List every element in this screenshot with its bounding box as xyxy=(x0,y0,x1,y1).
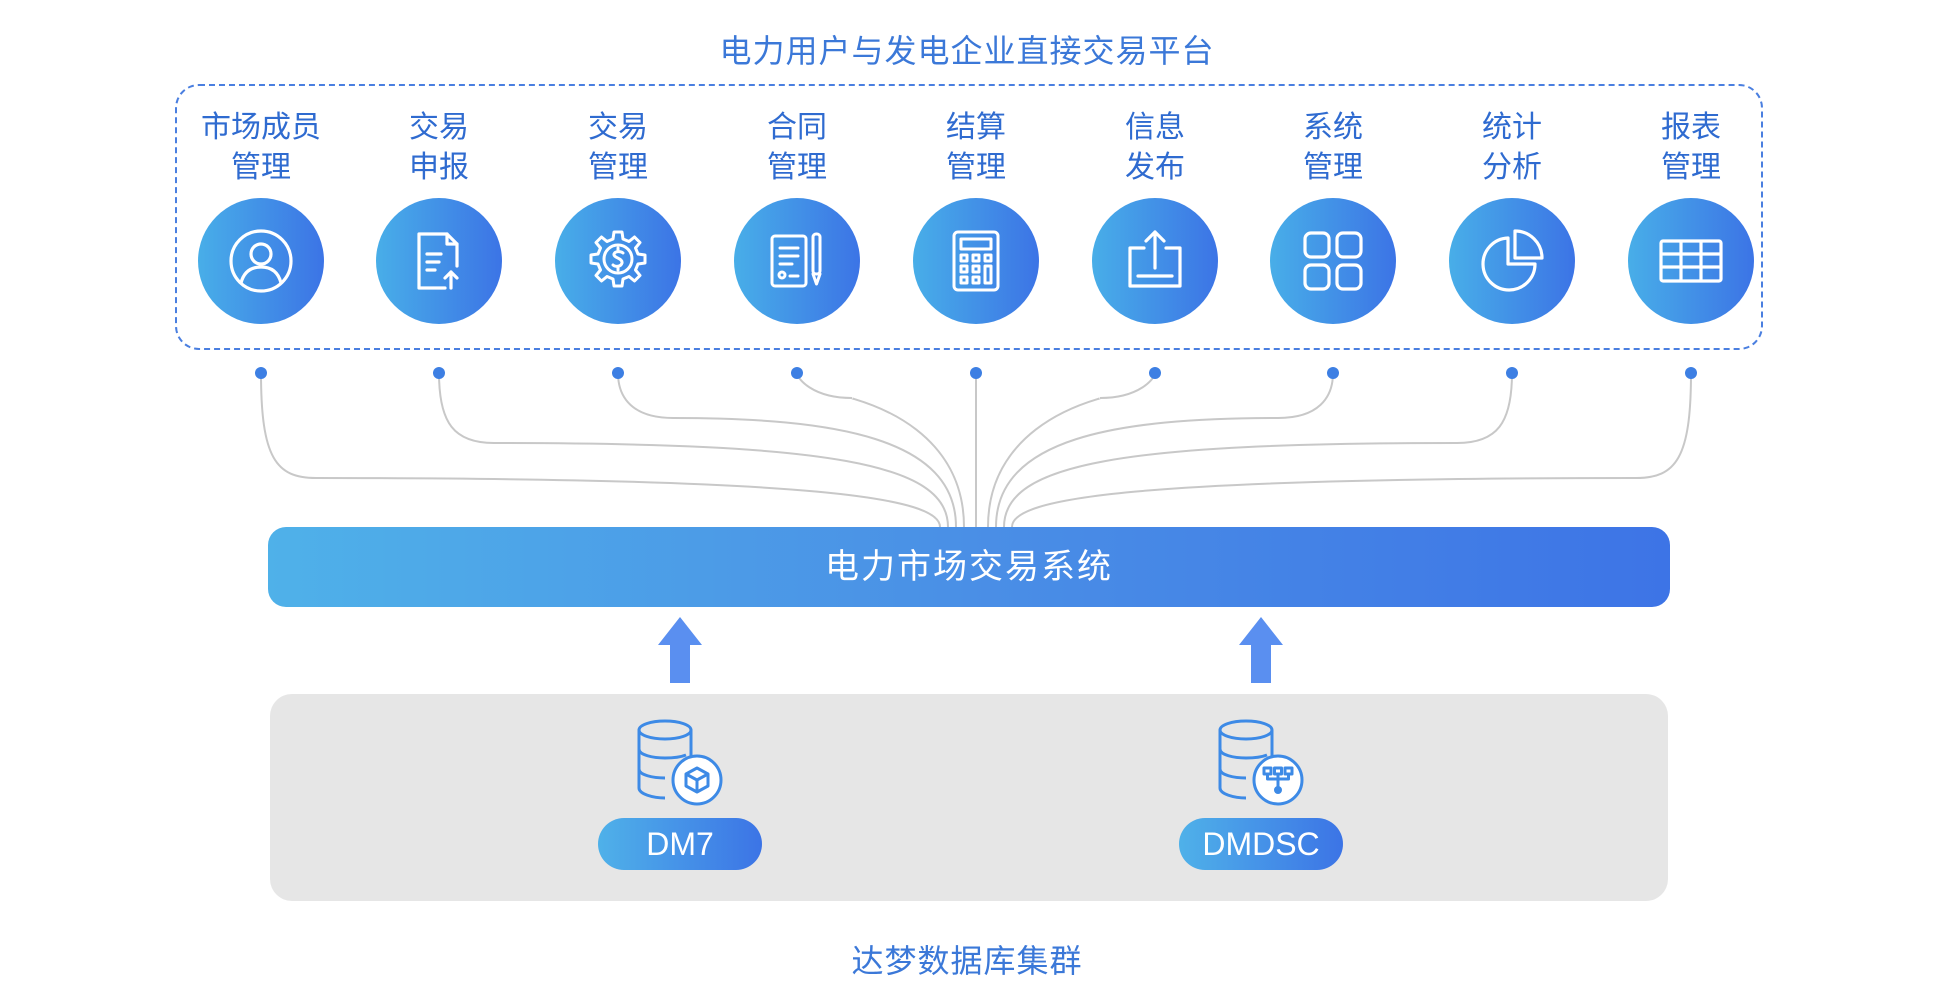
grid-four-icon xyxy=(1303,231,1363,291)
module-label: 系统 管理 xyxy=(1303,110,1363,185)
database-cluster-panel xyxy=(270,694,1668,901)
up-arrow-icon xyxy=(1239,617,1283,683)
database-cube-icon xyxy=(637,719,723,806)
table-icon xyxy=(1659,239,1723,283)
database-network-icon xyxy=(1218,719,1304,806)
connector-line xyxy=(1011,372,1692,528)
connector-line xyxy=(260,372,941,528)
module-statistics-analysis[interactable]: 统计 分析 xyxy=(1422,108,1602,324)
db-node-label: DM7 xyxy=(598,818,762,870)
module-label: 交易 管理 xyxy=(588,110,648,185)
module-icon-circle[interactable] xyxy=(734,198,860,324)
calculator-icon xyxy=(952,230,1000,292)
module-info-publish[interactable]: 信息 发布 xyxy=(1065,108,1245,324)
connector-dot xyxy=(1506,367,1518,379)
connector-line xyxy=(617,372,957,528)
connector-line xyxy=(1003,372,1513,528)
module-trade-management[interactable]: 交易 管理 xyxy=(528,108,708,324)
platform-box xyxy=(175,84,1763,350)
module-label: 结算 管理 xyxy=(946,110,1006,185)
connector-dot xyxy=(255,367,267,379)
db-node-label: DMDSC xyxy=(1179,818,1343,870)
document-upload-icon xyxy=(417,232,459,290)
module-label: 合同 管理 xyxy=(767,110,827,185)
connector-line xyxy=(995,372,1334,528)
module-report-management[interactable]: 报表 管理 xyxy=(1601,108,1781,324)
trading-system-bar[interactable]: 电力市场交易系统 xyxy=(268,527,1670,607)
connector-dot xyxy=(1685,367,1697,379)
connector-dot xyxy=(1327,367,1339,379)
connector-line xyxy=(987,372,1156,528)
module-contract-management[interactable]: 合同 管理 xyxy=(707,108,887,324)
module-label: 统计 分析 xyxy=(1482,110,1542,185)
gear-dollar-icon xyxy=(589,230,647,288)
connector-dot xyxy=(612,367,624,379)
module-icon-circle[interactable] xyxy=(1270,198,1396,324)
db-node-dmdsc[interactable]: DMDSC xyxy=(1176,718,1346,870)
module-icon-circle[interactable] xyxy=(1628,198,1754,324)
module-icon-circle[interactable] xyxy=(913,198,1039,324)
module-icon-circle[interactable] xyxy=(1092,198,1218,324)
module-icon-circle[interactable] xyxy=(555,198,681,324)
connector-line xyxy=(796,372,965,528)
module-trade-declaration[interactable]: 交易 申报 xyxy=(349,108,529,324)
contract-pen-icon xyxy=(770,232,822,288)
up-arrow-icon xyxy=(658,617,702,683)
pie-chart-icon xyxy=(1481,229,1544,292)
db-node-dm7[interactable]: DM7 xyxy=(595,718,765,870)
upload-tray-icon xyxy=(1128,230,1182,288)
connector-dot xyxy=(791,367,803,379)
platform-title: 电力用户与发电企业直接交易平台 xyxy=(719,32,1215,70)
module-settlement-management[interactable]: 结算 管理 xyxy=(886,108,1066,324)
module-label: 交易 申报 xyxy=(409,110,469,185)
user-icon xyxy=(229,229,293,293)
connector-line xyxy=(438,372,949,528)
module-member-management[interactable]: 市场成员 管理 xyxy=(171,108,351,324)
module-label: 市场成员 管理 xyxy=(201,110,321,185)
module-icon-circle[interactable] xyxy=(1449,198,1575,324)
connector-dot xyxy=(1149,367,1161,379)
cluster-title: 达梦数据库集群 xyxy=(851,942,1083,980)
module-system-management[interactable]: 系统 管理 xyxy=(1243,108,1423,324)
module-label: 报表 管理 xyxy=(1661,110,1721,185)
connector-dot xyxy=(970,367,982,379)
module-icon-circle[interactable] xyxy=(376,198,502,324)
module-label: 信息 发布 xyxy=(1125,110,1185,185)
module-icon-circle[interactable] xyxy=(198,198,324,324)
connector-dot xyxy=(433,367,445,379)
